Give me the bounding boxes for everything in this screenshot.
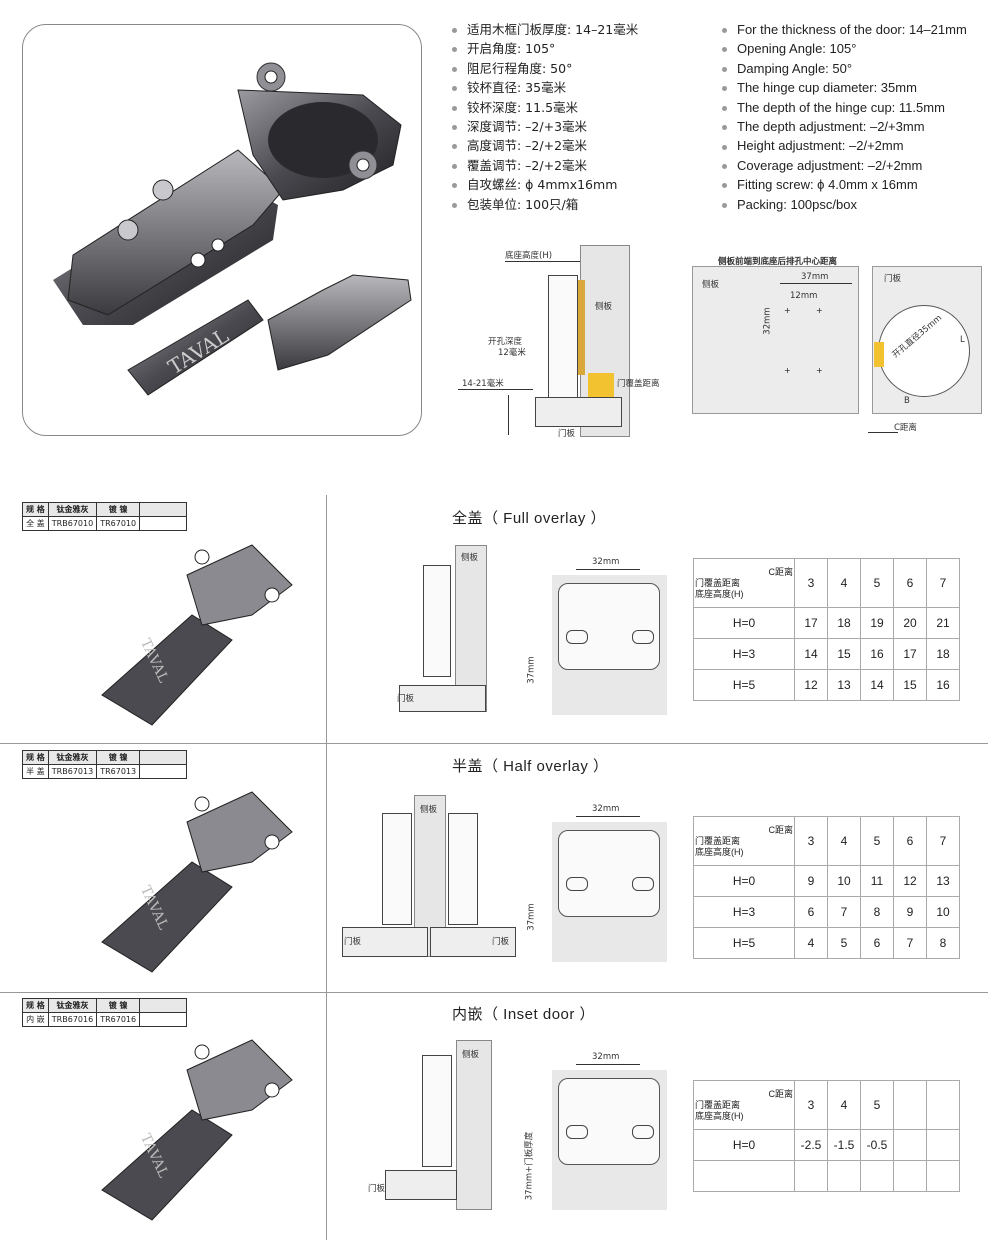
plate-drawing: 32mm 37mm xyxy=(527,802,670,962)
plate-drawing: 32mm 37mm+门板厚度 xyxy=(524,1050,670,1210)
dim-l: L xyxy=(960,335,965,345)
spec-item: Packing: 100psc/box xyxy=(722,195,967,214)
spec-item: 自攻螺丝: ϕ 4mmx16mm xyxy=(452,175,638,194)
drilling-layout-diagram: 侧板前端到底座后排孔中心距离 侧板 门板 37mm 12mm 32mm ++ +… xyxy=(688,250,988,440)
spec-list-en: For the thickness of the door: 14–21mm O… xyxy=(722,20,967,214)
overlay-diagram: 侧板 门板 xyxy=(395,545,490,715)
spec-item: The hinge cup diameter: 35mm xyxy=(722,78,967,97)
overlay-diagram: 侧板 门板 xyxy=(368,1040,495,1210)
section-title: 全盖（ Full overlay ） xyxy=(452,510,607,527)
base-height-label: 底座高度(H) xyxy=(505,251,553,261)
door-label: 门板 xyxy=(884,274,902,284)
spec-item: 包装单位: 100只/箱 xyxy=(452,195,638,214)
dim-37: 37mm xyxy=(801,272,829,282)
spec-item: 覆盖调节: –2/+2毫米 xyxy=(452,156,638,175)
section-divider xyxy=(0,743,988,744)
spec-item: Damping Angle: 50° xyxy=(722,59,967,78)
spec-item: Height adjustment: –2/+2mm xyxy=(722,136,967,155)
door-label: 门板 xyxy=(558,429,576,439)
c-distance-label: C距离 xyxy=(894,423,917,433)
spec-list-cn: 适用木框门板厚度: 14–21毫米 开启角度: 105° 阻尼行程角度: 50°… xyxy=(452,20,638,214)
spec-item: 铰杯深度: 11.5毫米 xyxy=(452,98,638,117)
overlay-distance-label: 门覆盖距离 xyxy=(617,379,660,389)
spec-item: The depth of the hinge cup: 11.5mm xyxy=(722,98,967,117)
spec-item: Opening Angle: 105° xyxy=(722,39,967,58)
spec-item: The depth adjustment: –2/+3mm xyxy=(722,117,967,136)
spec-item: 高度调节: –2/+2毫米 xyxy=(452,136,638,155)
door-panel xyxy=(535,397,622,427)
dim-b: B xyxy=(904,396,910,406)
product-photo-frame: TAVAL xyxy=(22,24,422,436)
side-panel-area xyxy=(692,266,859,414)
drilling-title: 侧板前端到底座后排孔中心距离 xyxy=(718,257,838,267)
section-title: 内嵌（ Inset door ） xyxy=(452,1006,596,1023)
spec-item: Coverage adjustment: –2/+2mm xyxy=(722,156,967,175)
hinge-photo: TAVAL xyxy=(101,1039,293,1221)
spec-item: 适用木框门板厚度: 14–21毫米 xyxy=(452,20,638,39)
overlay-highlight xyxy=(588,373,614,397)
side-panel-label: 侧板 xyxy=(702,280,720,290)
hinge-photo: TAVAL xyxy=(101,791,293,973)
c-distance-marker xyxy=(874,342,884,367)
section-title: 半盖（ Half overlay ） xyxy=(452,758,609,775)
dim-32: 32mm xyxy=(762,307,773,335)
overlay-diagram: 侧板 门板 门板 xyxy=(342,795,517,960)
spec-item: Fitting screw: ϕ 4.0mm x 16mm xyxy=(722,175,967,194)
cup-highlight xyxy=(575,280,585,375)
hole-depth-label: 开孔深度 xyxy=(488,337,523,347)
spec-item: 阻尼行程角度: 50° xyxy=(452,59,638,78)
hinge-arm xyxy=(548,275,578,402)
side-panel-label: 侧板 xyxy=(595,302,613,312)
spec-item: 深度调节: –2/+3毫米 xyxy=(452,117,638,136)
column-divider xyxy=(326,495,327,1240)
install-section-diagram: 底座高度(H) 侧板 开孔深度 12毫米 14-21毫米 门覆盖距离 门板 xyxy=(450,235,660,445)
spec-item: 铰杯直径: 35毫米 xyxy=(452,78,638,97)
hinge-photo: TAVAL xyxy=(53,62,412,396)
section-divider xyxy=(0,992,988,993)
thickness-label: 14-21毫米 xyxy=(462,379,504,389)
hinge-photo: TAVAL xyxy=(101,544,293,726)
spec-item: For the thickness of the door: 14–21mm xyxy=(722,20,967,39)
dim-12: 12mm xyxy=(790,291,818,301)
plate-drawing: 32mm 37mm xyxy=(527,555,670,715)
hole-depth-value: 12毫米 xyxy=(498,348,526,358)
spec-item: 开启角度: 105° xyxy=(452,39,638,58)
